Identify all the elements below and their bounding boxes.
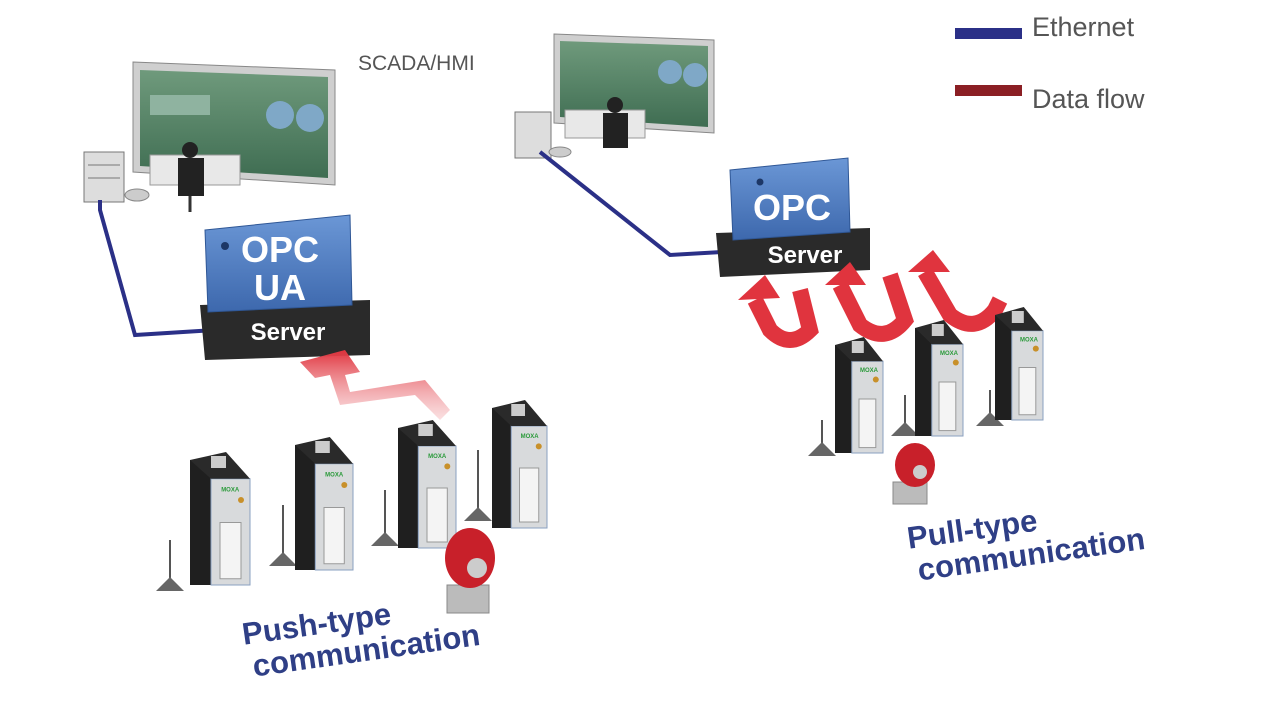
pull-arrow-1-head [738, 275, 780, 300]
legend-dataflow-swatch [955, 85, 1022, 96]
moxa-io-device: MOXA [492, 400, 548, 529]
device-brand-label: MOXA [860, 368, 879, 374]
pull-arrow-3 [918, 267, 1008, 332]
pull-arrow-3-head [908, 250, 950, 272]
moxa-io-device: MOXA [295, 437, 354, 571]
right-server-rack-icon [514, 111, 572, 159]
legend-ethernet-swatch [955, 28, 1022, 39]
antenna-icon [976, 390, 1004, 426]
antenna-icon [156, 540, 184, 591]
left-server-base-label: Server [251, 319, 326, 346]
moxa-io-device: MOXA [190, 452, 251, 586]
left-ethernet-line [98, 200, 216, 338]
antenna-icon [464, 450, 492, 521]
left-server-line2: UA [254, 267, 306, 308]
pull-data-flow-arrows [738, 250, 1008, 348]
device-brand-label: MOXA [221, 487, 240, 493]
antenna-icon [891, 395, 919, 436]
legend-dataflow-label: Data flow [1032, 84, 1145, 114]
device-brand-label: MOXA [428, 454, 447, 460]
pull-arrow-2-head [825, 262, 866, 285]
moxa-io-device: MOXA [835, 337, 884, 454]
moxa-io-device: MOXA [398, 420, 457, 549]
legend-ethernet-label: Ethernet [1032, 12, 1135, 42]
right-opc-server: OPC Server [716, 157, 870, 277]
left-alarm-bell-icon [445, 528, 495, 614]
antenna-icon [269, 505, 297, 566]
right-server-base-label: Server [768, 242, 843, 269]
antenna-icon [808, 420, 836, 456]
right-ethernet-line [538, 150, 723, 258]
pull-arrow-2 [832, 272, 914, 342]
antenna-icon [371, 490, 399, 546]
device-brand-label: MOXA [940, 351, 959, 357]
right-server-line1: OPC [753, 187, 831, 228]
left-server-rack-icon [83, 151, 150, 203]
moxa-io-device: MOXA [995, 307, 1044, 421]
pull-arrow-1 [747, 288, 819, 348]
left-opc-ua-server: OPC UA Server [200, 214, 370, 360]
left-server-line1: OPC [241, 229, 319, 270]
left-operator-desk [149, 142, 241, 212]
right-alarm-bell-icon [892, 443, 935, 505]
right-operator-desk [564, 97, 646, 148]
right-scada-monitor [553, 33, 715, 134]
device-brand-label: MOXA [521, 434, 540, 440]
moxa-io-device: MOXA [915, 320, 964, 437]
device-brand-label: MOXA [1020, 337, 1039, 343]
device-brand-label: MOXA [325, 472, 344, 478]
io-devices: MOXA MOXA MOXA MOXA MOXA MOXA MOXA [156, 307, 1044, 591]
push-data-flow-arrow [300, 350, 450, 420]
scada-hmi-label: SCADA/HMI [358, 52, 475, 75]
